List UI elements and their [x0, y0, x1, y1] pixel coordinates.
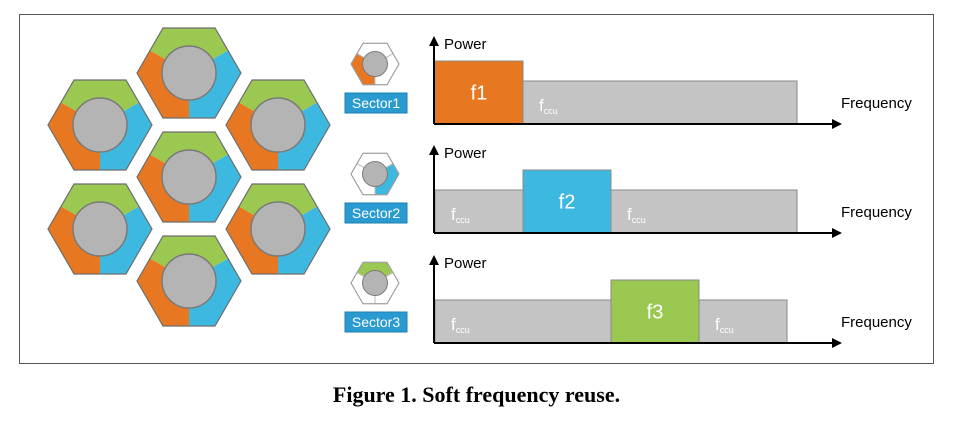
hexagon-cell [136, 131, 242, 223]
frequency-axis-label: Frequency [841, 314, 912, 331]
base-station-circle [250, 201, 306, 257]
base-station-circle [72, 201, 128, 257]
hexagon-cell [225, 79, 331, 171]
sector-badge-label: Sector2 [352, 205, 400, 221]
sector-1-icon: Sector1 [344, 42, 408, 114]
hexagon-cell-cluster [47, 27, 331, 327]
low-power-band [610, 189, 798, 234]
hexagon-outline [350, 152, 400, 196]
base-station-circle [362, 161, 388, 187]
hexagon-cell [47, 79, 153, 171]
hexagon-outline [136, 27, 242, 119]
ccu-band-label: fccu [715, 315, 734, 335]
ccu-band-label: fccu [451, 205, 470, 225]
ccu-band-label: fccu [627, 205, 646, 225]
low-power-band [434, 189, 524, 234]
sector-badge [344, 311, 408, 333]
power-axis-label: Power [444, 255, 487, 272]
hexagon-outline [225, 79, 331, 171]
band-label: f2 [559, 192, 576, 214]
base-station-circle [161, 45, 217, 101]
hexagon-outline [225, 183, 331, 275]
sector-3-icon: Sector3 [344, 261, 408, 333]
sector-badge-label: Sector3 [352, 314, 400, 330]
hexagon-cell [47, 183, 153, 275]
hexagon-outline [47, 183, 153, 275]
hexagon-outline [350, 42, 400, 86]
hexagon-outline [47, 79, 153, 171]
ccu-band-label: fccu [539, 96, 558, 116]
base-station-circle [362, 51, 388, 77]
high-power-band [434, 60, 524, 125]
hexagon-outline [136, 235, 242, 327]
hexagon-outline [136, 131, 242, 223]
base-station-circle [72, 97, 128, 153]
power-axis-label: Power [444, 36, 487, 53]
hexagon-outline [350, 261, 400, 305]
base-station-circle [161, 149, 217, 205]
ccu-band-label: fccu [451, 315, 470, 335]
band-label: f1 [471, 83, 488, 105]
low-power-band [698, 299, 788, 344]
low-power-band [522, 80, 798, 125]
sector-hexagon [350, 261, 400, 305]
frequency-axis-label: Frequency [841, 204, 912, 221]
base-station-circle [362, 270, 388, 296]
sector-hexagon [350, 152, 400, 196]
base-station-circle [250, 97, 306, 153]
sector-badge-label: Sector1 [352, 95, 400, 111]
band-label: f3 [647, 302, 664, 324]
sector-badge [344, 202, 408, 224]
high-power-band [610, 279, 700, 344]
sector-hexagon [350, 42, 400, 86]
power-axis-label: Power [444, 145, 487, 162]
low-power-band [434, 299, 612, 344]
sector-2-icon: Sector2 [344, 152, 408, 224]
figure-caption: Figure 1. Soft frequency reuse. [332, 382, 621, 407]
frequency-axis-label: Frequency [841, 95, 912, 112]
spectrum-charts: f1fccuPowerFrequencyfccuf2fccuPowerFrequ… [429, 36, 912, 348]
hexagon-cell [225, 183, 331, 275]
hexagon-cell [136, 27, 242, 119]
base-station-circle [161, 253, 217, 309]
hexagon-cell [136, 235, 242, 327]
sector-badge [344, 92, 408, 114]
